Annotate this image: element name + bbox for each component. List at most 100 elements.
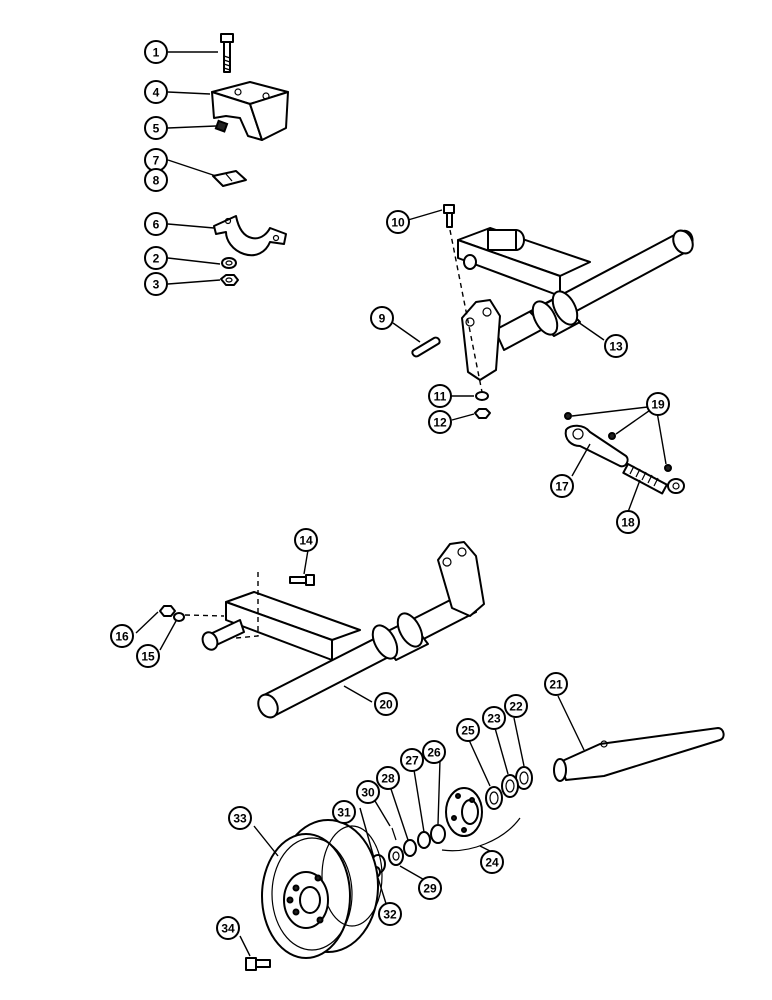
callout-circle [144,246,168,270]
callout-4: 4 [144,80,168,104]
callout-13: 13 [604,334,628,358]
callout-17: 17 [550,474,574,498]
part-nut-16 [159,605,176,617]
callout-33: 33 [228,806,252,830]
callout-circle [374,692,398,716]
part-bolt-1 [220,33,234,73]
callout-26: 26 [422,740,446,764]
part-cone-29 [388,846,404,866]
callout-16: 16 [110,624,134,648]
callout-circle [544,672,568,696]
callout-29: 29 [418,876,442,900]
leader-lines [135,51,667,957]
callout-circle [216,916,240,940]
callout-number: 7 [153,154,160,168]
callout-circle [144,80,168,104]
callout-circle [376,766,400,790]
callout-circle [400,748,424,772]
part-rod-end-18 [622,463,685,495]
callout-circle [228,806,252,830]
callout-number: 6 [153,218,160,232]
callout-circle [504,694,528,718]
callout-7: 7 [144,148,168,172]
callout-5: 5 [144,116,168,140]
callout-number: 31 [337,806,351,820]
callout-6: 6 [144,212,168,236]
part-bearing-23 [501,774,519,798]
part-nut-3 [220,274,239,286]
callout-circle [422,740,446,764]
part-tie-rod-17 [564,424,629,468]
callout-number: 29 [423,882,437,896]
callout-number: 18 [621,516,635,530]
callout-12: 12 [428,410,452,434]
callout-number: 16 [115,630,129,644]
callout-8: 8 [144,168,168,192]
callout-28: 28 [376,766,400,790]
callout-number: 15 [141,650,155,664]
callout-number: 2 [153,252,160,266]
callout-32: 32 [378,902,402,926]
callout-number: 14 [299,534,313,548]
part-lock-5 [214,119,229,133]
callout-11: 11 [428,384,452,408]
callout-circle [144,272,168,296]
callout-22: 22 [504,694,528,718]
part-u-clamp-6 [213,215,287,257]
part-cup-25 [485,786,503,810]
part-clamp-cap-4 [211,81,289,141]
part-hub-24 [441,787,521,852]
callout-circle [386,210,410,234]
part-pin-9 [411,336,441,358]
callout-circle [604,334,628,358]
part-cotter-30 [391,827,397,841]
callout-number: 23 [487,712,501,726]
callout-number: 1 [153,46,160,60]
callout-number: 17 [555,480,569,494]
callout-19: 19 [646,392,670,416]
callout-circle [646,392,670,416]
part-washer-2 [221,257,237,269]
callout-9: 9 [370,306,394,330]
callout-number: 30 [361,786,375,800]
part-bolt-14 [289,574,315,586]
part-wheel-33 [261,819,383,959]
callout-number: 19 [651,398,665,412]
part-nut-12 [474,408,491,419]
callout-24: 24 [480,850,504,874]
callout-number: 5 [153,122,160,136]
callout-number: 24 [485,856,499,870]
callout-circle [378,902,402,926]
callout-circle [144,212,168,236]
part-bearing-28 [403,839,417,857]
callout-number: 20 [379,698,393,712]
part-shim-7-8 [212,170,247,187]
callout-number: 33 [233,812,247,826]
callout-number: 26 [427,746,441,760]
callout-number: 4 [153,86,160,100]
callout-number: 28 [381,772,395,786]
callout-27: 27 [400,748,424,772]
callout-30: 30 [356,780,380,804]
callout-3: 3 [144,272,168,296]
callout-14: 14 [294,528,318,552]
part-washer-15 [173,612,185,622]
part-bolt-10 [443,204,455,228]
callout-number: 11 [434,390,447,404]
part-wheel-bolt-34 [245,957,271,971]
callout-circle [136,644,160,668]
callout-number: 22 [509,700,523,714]
callout-circle [428,384,452,408]
callout-10: 10 [386,210,410,234]
callout-2: 2 [144,246,168,270]
callout-circle [428,410,452,434]
callout-1: 1 [144,40,168,64]
callout-circle [144,40,168,64]
callout-circle [144,168,168,192]
callout-number: 10 [391,216,405,230]
callout-number: 27 [405,754,419,768]
callout-31: 31 [332,800,356,824]
callout-number: 9 [379,312,386,326]
callout-circle [480,850,504,874]
